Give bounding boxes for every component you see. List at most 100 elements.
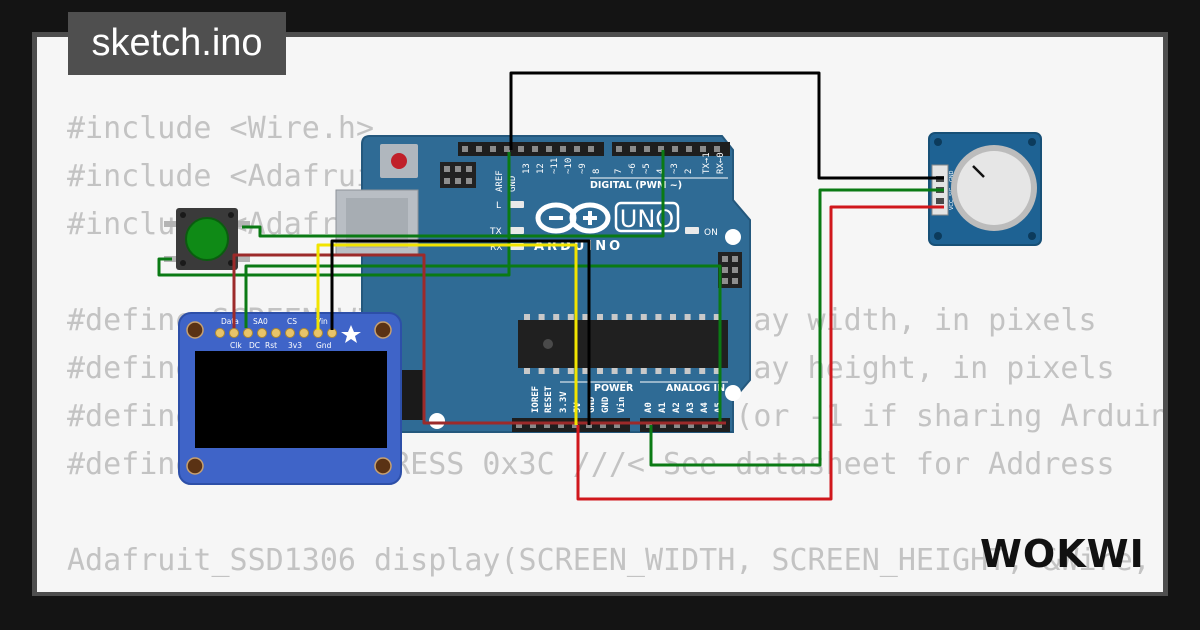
oled-pin-label-dc: DC	[249, 341, 260, 350]
mounting-hole	[725, 385, 741, 401]
header-pin[interactable]	[546, 146, 552, 152]
header-pin[interactable]	[518, 146, 524, 152]
potentiometer[interactable]: GND SIG VCC	[928, 132, 1042, 246]
push-button[interactable]	[164, 208, 250, 270]
oled-pin-label-clk: Clk	[230, 341, 242, 350]
header-pin[interactable]	[560, 146, 566, 152]
digital-pin-label: RX←0	[716, 152, 726, 174]
digital-section-label: DIGITAL (PWM ~)	[590, 180, 682, 191]
oled-pin-labels: Data SA0 CS Vin Clk DC Rst 3v3 Gnd	[221, 317, 332, 350]
chip-pin	[567, 314, 574, 320]
header-pin[interactable]	[616, 146, 622, 152]
led-on	[685, 227, 699, 234]
power-pin-label: GND	[601, 396, 611, 413]
power-pin-label: Vin	[616, 397, 627, 413]
power-section-label: POWER	[594, 383, 634, 394]
oled-pin[interactable]	[215, 328, 225, 338]
header-pin[interactable]	[646, 422, 652, 428]
chip-pin	[699, 368, 706, 374]
icsp-header-top	[440, 162, 476, 188]
wire-oled-vin	[316, 243, 578, 425]
analog-pin-label: A1	[658, 402, 668, 413]
oled-header-pins	[215, 328, 337, 338]
oled-pin[interactable]	[229, 328, 239, 338]
chip-pin	[553, 314, 560, 320]
header-pin[interactable]	[558, 422, 564, 428]
oled-pin[interactable]	[285, 328, 295, 338]
digital-pin-label: 8	[592, 169, 602, 174]
digital-pin-label: ~11	[550, 158, 560, 174]
oled-pin[interactable]	[257, 328, 267, 338]
wire-pin4-button	[242, 150, 665, 238]
header-pin[interactable]	[660, 422, 666, 428]
analog-section-label: ANALOG IN	[666, 383, 725, 394]
pot-mount-hole	[1028, 232, 1036, 240]
header-pin[interactable]	[614, 422, 620, 428]
header-pin[interactable]	[588, 146, 594, 152]
header-pin[interactable]	[600, 422, 606, 428]
chip-pin	[626, 314, 633, 320]
chip-pin	[655, 368, 662, 374]
header-pin[interactable]	[504, 146, 510, 152]
wire-button-gnd	[157, 152, 511, 277]
oled-pin-label-data: Data	[221, 317, 239, 326]
header-pin[interactable]	[490, 146, 496, 152]
wire-pot-a0	[649, 188, 944, 467]
file-tab[interactable]: sketch.ino	[68, 12, 286, 75]
analog-pin-label: A0	[644, 402, 654, 413]
digital-header-left	[458, 142, 604, 156]
uno-logo-box	[614, 201, 680, 233]
code-line: #include <Wire.h>	[67, 111, 375, 146]
chip-pin	[713, 314, 720, 320]
digital-pin-label: ~9	[578, 163, 588, 174]
wire-pot-5v	[576, 205, 944, 501]
header-pin[interactable]	[702, 422, 708, 428]
oled-pin[interactable]	[299, 328, 309, 338]
digital-pin-label: 12	[536, 163, 546, 174]
header-pin[interactable]	[674, 422, 680, 428]
chip-pin	[567, 368, 574, 374]
mounting-hole	[429, 413, 445, 429]
header-pin[interactable]	[544, 422, 550, 428]
header-pin[interactable]	[688, 422, 694, 428]
chip-pin	[670, 368, 676, 374]
wokwi-logo: WOKWI	[980, 532, 1144, 576]
header-pin[interactable]	[644, 146, 650, 152]
oled-pin-label-rst: Rst	[265, 341, 277, 350]
power-jack	[398, 370, 424, 420]
header-pin[interactable]	[672, 146, 678, 152]
oled-display[interactable]: Data SA0 CS Vin Clk DC Rst 3v3 Gnd	[178, 312, 402, 485]
oled-pin[interactable]	[243, 328, 253, 338]
pot-knob[interactable]	[957, 151, 1031, 225]
header-pin[interactable]	[574, 146, 580, 152]
oled-screen	[195, 351, 387, 448]
header-pin[interactable]	[700, 146, 706, 152]
header-pin[interactable]	[686, 146, 692, 152]
power-pin-label: 3.3V	[559, 391, 569, 413]
header-pin[interactable]	[516, 422, 522, 428]
power-pin-label: RESET	[544, 385, 554, 413]
header-pin[interactable]	[476, 146, 482, 152]
chip-pin	[524, 368, 530, 374]
power-pin-label: 5V	[573, 402, 583, 413]
header-pin[interactable]	[658, 146, 664, 152]
oled-pin[interactable]	[271, 328, 281, 338]
digital-header-right	[612, 142, 730, 156]
header-pin[interactable]	[462, 146, 468, 152]
code-line: #define BUTTON_PIN 4	[67, 585, 1163, 592]
header-pin[interactable]	[530, 422, 536, 428]
chip-pin	[553, 368, 560, 374]
header-pin[interactable]	[714, 146, 720, 152]
oled-mount-hole	[186, 321, 204, 339]
oled-mount-hole	[186, 457, 204, 475]
led-on-label: ON	[704, 228, 718, 238]
analog-pin-label: A2	[672, 402, 682, 413]
chip-pin	[640, 314, 647, 320]
power-header	[512, 418, 630, 432]
header-pin[interactable]	[630, 146, 636, 152]
header-pin[interactable]	[532, 146, 538, 152]
aref-label: AREF	[495, 170, 505, 192]
push-button-cap[interactable]	[185, 217, 229, 261]
